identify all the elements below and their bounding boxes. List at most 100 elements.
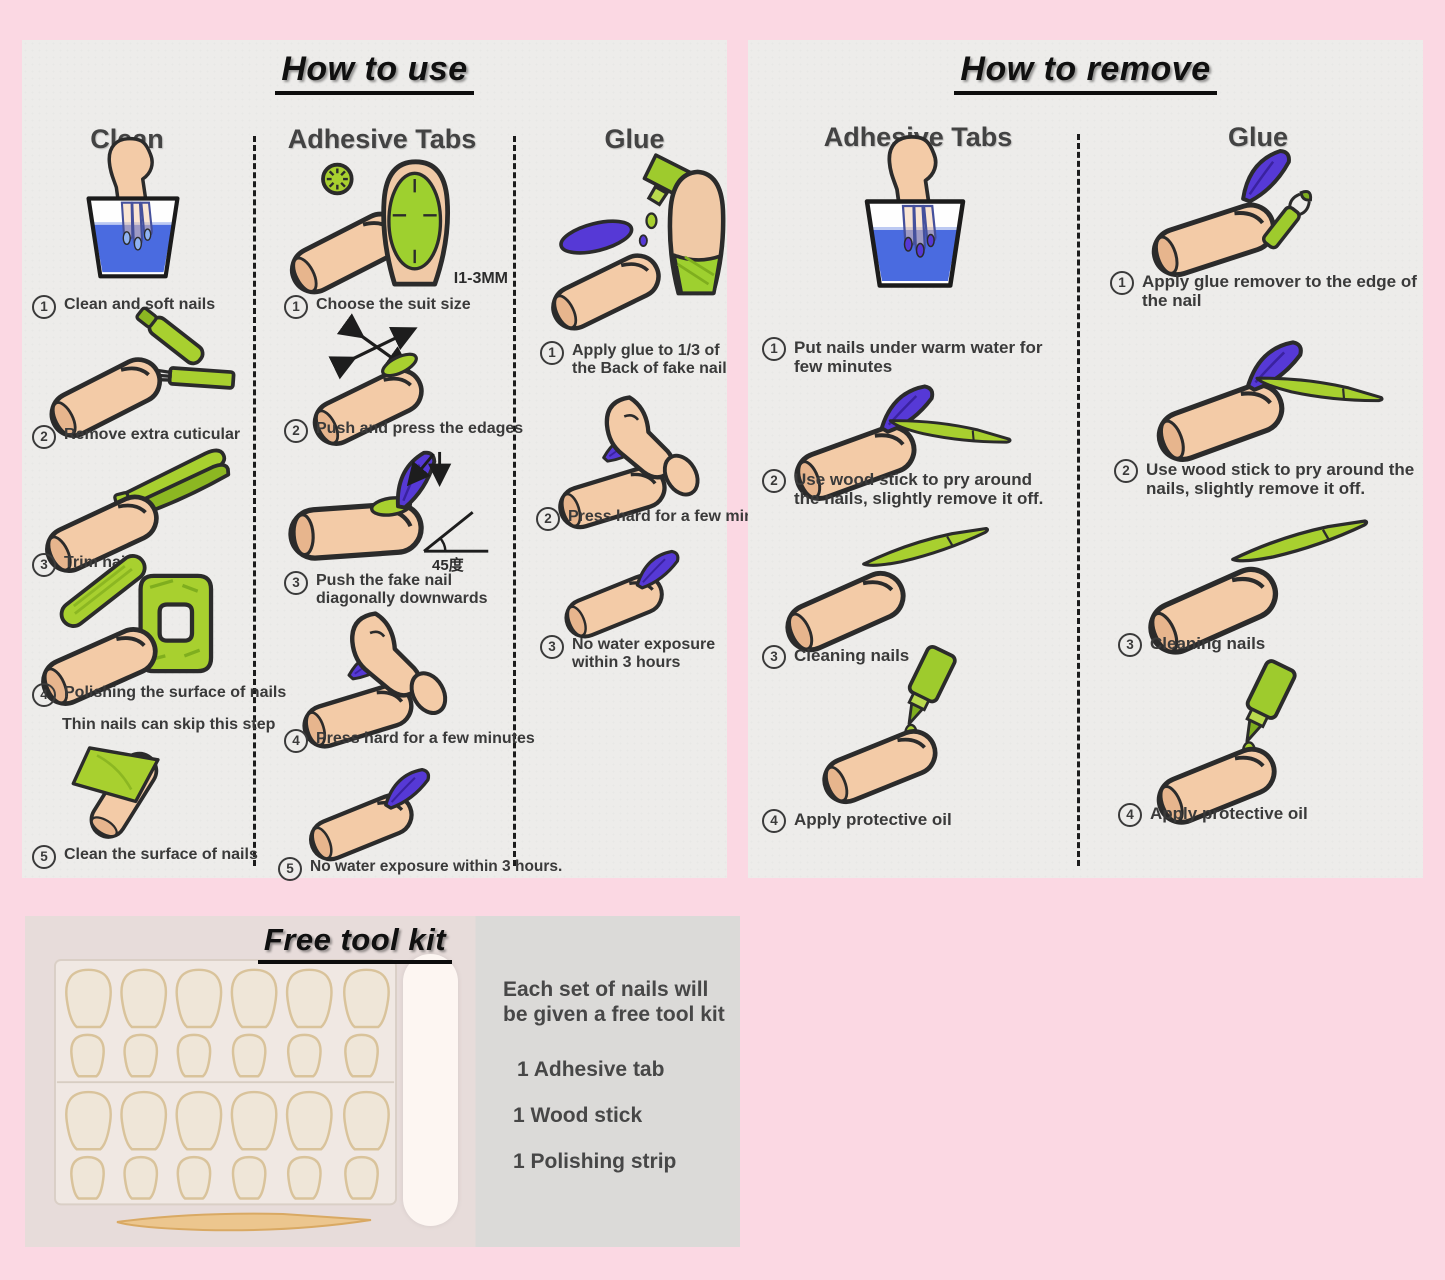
- step-number: 1: [540, 341, 564, 365]
- kit-item: 1 Polishing strip: [513, 1150, 677, 1173]
- step-text: Apply protective oil: [794, 810, 952, 829]
- how-to-use-title: How to use: [22, 50, 727, 95]
- thickness-annotation: I1-3MM: [453, 269, 508, 287]
- step-text: Clean the surface of nails: [64, 846, 258, 863]
- illustration-hand-soaking-in-warm-water: [834, 134, 996, 290]
- step-text: Clean and soft nails: [64, 296, 216, 313]
- kit-item: 1 Adhesive tab: [517, 1058, 665, 1081]
- step-text: Apply glue remover to the edge of the na…: [1142, 272, 1417, 311]
- step-text: Apply glue to 1/3 of the Back of fake na…: [572, 342, 727, 378]
- illustration-cuticle-tools: [38, 306, 236, 428]
- column-divider: [253, 136, 256, 866]
- step-caption: 1 Put nails under warm water for few min…: [762, 337, 1047, 377]
- step-number: 1: [32, 295, 56, 319]
- column-heading-glue: Glue: [604, 124, 665, 154]
- step-number: 2: [284, 419, 308, 443]
- column-heading-adhesive-tabs: Adhesive Tabs: [287, 124, 477, 154]
- illustration-protective-oil-pen: [812, 640, 1008, 787]
- column-heading-glue: Glue: [1227, 122, 1288, 152]
- photo-wood-stick: [113, 1208, 378, 1236]
- angle-annotation: 45度: [432, 556, 464, 574]
- step-number: 1: [284, 295, 308, 319]
- photo-polishing-strip: [403, 954, 458, 1226]
- step-number: 5: [278, 857, 302, 881]
- step-caption: 2 Push and press the edages: [284, 419, 524, 443]
- illustration-cleaning-wipe: [48, 742, 204, 846]
- step-caption: 4 Press hard for a few minutes: [284, 729, 535, 753]
- free-tool-kit-panel: Free tool kit Each set of nails will be …: [25, 916, 740, 1247]
- illustration-glue-remover-pen: [1144, 144, 1372, 263]
- step-caption: 2 Press hard for a few minutes: [536, 507, 787, 531]
- illustration-adhesive-tab-sizing: I1-3MM: [280, 158, 508, 294]
- step-caption: 3 Push the fake nail diagonally downward…: [284, 571, 500, 608]
- step-number: 3: [540, 635, 564, 659]
- step-text: Cleaning nails: [1150, 634, 1266, 653]
- step-caption: 1 Choose the suit size: [284, 295, 471, 319]
- step-caption: 3 No water exposure within 3 hours: [540, 635, 740, 672]
- step-caption: 5 No water exposure within 3 hours.: [278, 857, 563, 881]
- illustration-hand-soaking-in-water: [58, 136, 208, 280]
- illustration-press-nail-thumb: [550, 394, 714, 510]
- how-to-use-panel: How to use Clean Adhesive Tabs Glue 1 Cl…: [22, 40, 787, 881]
- step-caption: 1 Apply glue remover to the edge of the …: [1110, 271, 1420, 311]
- step-text: Put nails under warm water for few minut…: [794, 338, 1043, 377]
- step-text: Polishing the surface of nails: [64, 684, 287, 701]
- free-tool-kit-title: Free tool kit: [175, 922, 535, 964]
- step-number: 2: [762, 469, 786, 493]
- step-text: Use wood stick to pry around the nails, …: [794, 470, 1044, 509]
- step-caption: 4 Apply protective oil: [1118, 803, 1308, 827]
- step-number: 3: [32, 553, 56, 577]
- illustration-finished-nail: [298, 764, 456, 847]
- illustration-wood-stick-clean: [774, 522, 1000, 634]
- illustration-nail-buffers: [32, 554, 232, 690]
- step-text: Apply protective oil: [1150, 804, 1308, 823]
- step-number: 4: [762, 809, 786, 833]
- step-caption: 4 Apply protective oil: [762, 809, 952, 833]
- illustration-wood-stick-clean: [1136, 514, 1380, 635]
- step-number: 5: [32, 845, 56, 869]
- illustration-wood-stick-pry: [1146, 342, 1385, 445]
- step-text: Press hard for a few minutes: [568, 508, 787, 525]
- step-number: 2: [1114, 459, 1138, 483]
- step-caption: 4 Polishing the surface of nails: [32, 683, 287, 707]
- step-caption: 2 Use wood stick to pry around the nails…: [1114, 459, 1419, 499]
- illustration-apply-nail-45-degrees: 45度: [280, 446, 498, 574]
- step-text: No water exposure within 3 hours: [572, 636, 716, 672]
- column-divider: [513, 136, 516, 866]
- step-text: Press hard for a few minutes: [316, 730, 535, 747]
- how-to-remove-title: How to remove: [748, 50, 1423, 95]
- step-text: Push the fake nail diagonally downwards: [316, 572, 488, 608]
- step-number: 1: [762, 337, 786, 361]
- step-number: 1: [1110, 271, 1134, 295]
- illustration-nail-clipper: [34, 448, 231, 558]
- illustration-press-tab-edges: [298, 313, 472, 423]
- step-caption: 2 Use wood stick to pry around the nails…: [762, 469, 1062, 509]
- step-number: 2: [536, 507, 560, 531]
- step-text: Use wood stick to pry around the nails, …: [1146, 460, 1415, 499]
- step-number: 3: [284, 571, 308, 595]
- column-divider: [1077, 134, 1080, 866]
- step-number: 4: [32, 683, 56, 707]
- step-text: Remove extra cuticular: [64, 426, 241, 443]
- illustration-protective-oil-pen: [1146, 654, 1350, 807]
- step-caption: 1 Apply glue to 1/3 of the Back of fake …: [540, 341, 732, 378]
- step-number: 4: [284, 729, 308, 753]
- step-text: Choose the suit size: [316, 296, 471, 313]
- step-caption: 5 Clean the surface of nails: [32, 845, 258, 869]
- photo-adhesive-tab-sheet: [53, 958, 398, 1206]
- step-caption: 1 Clean and soft nails: [32, 295, 216, 319]
- kit-description: Each set of nails will be given a free t…: [503, 978, 725, 1026]
- illustration-finished-nail: [554, 546, 704, 625]
- step-caption: 2 Remove extra cuticular: [32, 425, 241, 449]
- step-caption: 3 Cleaning nails: [1118, 633, 1266, 657]
- step-text: Cleaning nails: [794, 646, 910, 665]
- step-number: 3: [1118, 633, 1142, 657]
- illustration-apply-glue: [542, 152, 732, 315]
- illustration-press-nail-thumb: [294, 610, 462, 728]
- step-number: 4: [1118, 803, 1142, 827]
- kit-item: 1 Wood stick: [513, 1104, 643, 1127]
- step-text: Push and press the edages: [316, 420, 524, 437]
- step-number: 2: [32, 425, 56, 449]
- how-to-remove-panel: How to remove Adhesive Tabs Glue 1 Put n…: [748, 40, 1423, 878]
- step-text: No water exposure within 3 hours.: [310, 858, 563, 875]
